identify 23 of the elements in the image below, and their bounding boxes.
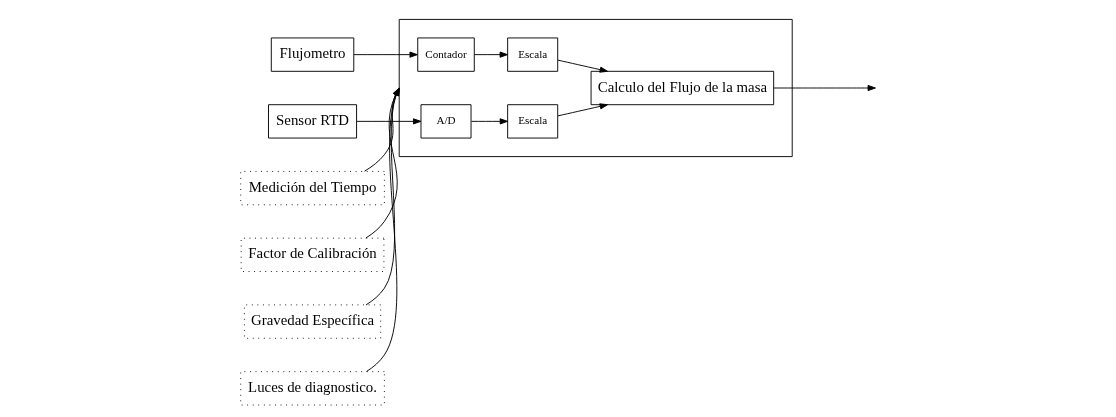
node-box: Sensor RTD xyxy=(267,104,357,139)
node-box: A/D xyxy=(420,104,471,139)
arrow xyxy=(353,51,418,58)
node-box: Gravedad Específica xyxy=(243,304,381,339)
arrow xyxy=(473,51,508,58)
cluster xyxy=(398,18,793,158)
node-box: Luces de diagnostico. xyxy=(239,371,385,406)
node-box: Contador xyxy=(416,37,475,72)
node-box: Escala xyxy=(506,37,558,72)
node-box: Calculo del Flujo de la masa xyxy=(590,70,774,106)
arrow xyxy=(365,87,400,306)
node-box: Escala xyxy=(506,104,558,139)
arrow xyxy=(365,87,400,372)
arrow xyxy=(364,87,400,239)
arrow xyxy=(557,59,608,73)
node-box: Factor de Calibración xyxy=(240,237,384,272)
arrow xyxy=(355,118,421,125)
arrow xyxy=(772,84,876,92)
node-box: Flujometro xyxy=(270,37,354,72)
arrow xyxy=(470,118,508,125)
node-box: Medición del Tiempo xyxy=(239,170,385,206)
arrow xyxy=(363,87,400,172)
arrow xyxy=(557,103,608,117)
